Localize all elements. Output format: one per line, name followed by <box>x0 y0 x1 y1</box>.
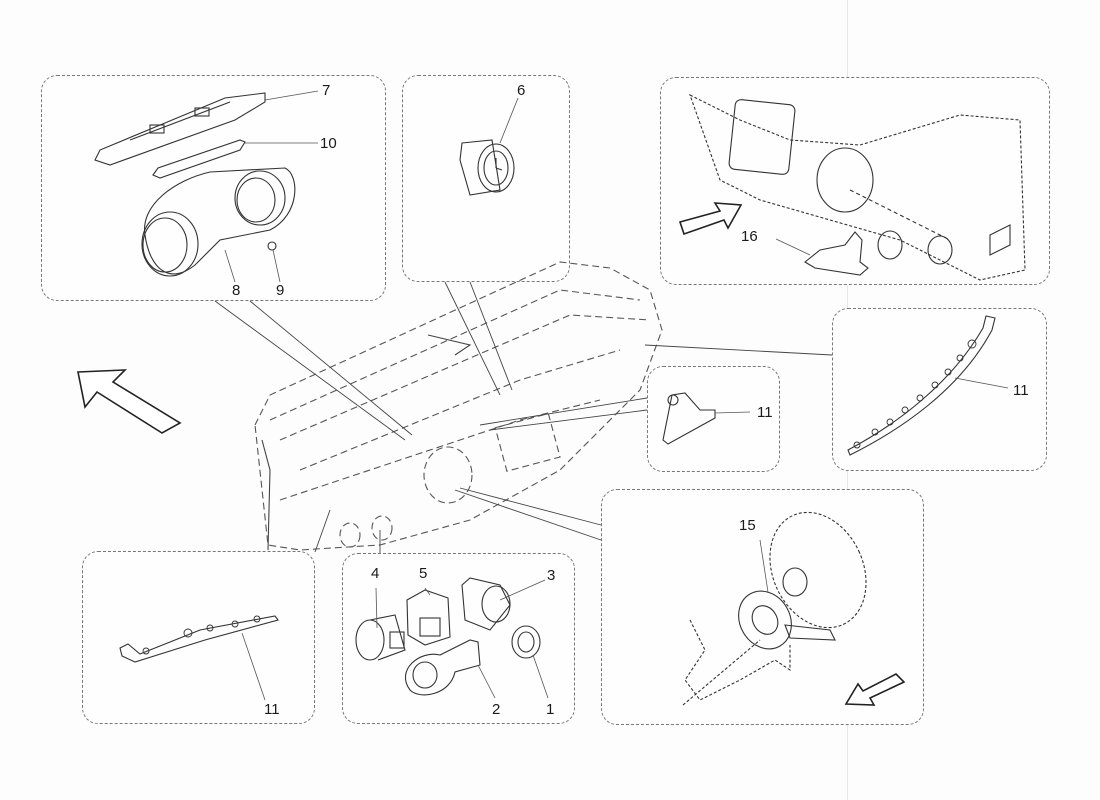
led-strip-11-left <box>119 615 279 701</box>
panel-instrument-cluster <box>41 75 386 301</box>
bracket-11-small <box>662 392 751 445</box>
column-switch-15 <box>738 539 836 650</box>
callout-3: 3 <box>547 567 556 584</box>
callout-11-right-strip: 11 <box>1013 382 1029 399</box>
leader-lines <box>214 281 833 553</box>
callout-5: 5 <box>419 565 428 582</box>
callout-6: 6 <box>517 82 526 99</box>
callout-16: 16 <box>741 228 758 245</box>
dashboard-overview-drawing <box>689 93 1026 281</box>
steering-wheel <box>769 511 867 629</box>
direction-arrow-up-left-icon <box>77 369 182 434</box>
panel-steering-column-switch <box>601 489 924 725</box>
callout-4: 4 <box>371 565 380 582</box>
trim-10 <box>152 139 246 179</box>
callout-11-bracket: 11 <box>757 404 773 421</box>
callout-10: 10 <box>320 135 337 152</box>
direction-arrow-down-left-icon <box>844 673 906 706</box>
screw-9 <box>267 241 277 251</box>
panel-led-strip-right <box>832 308 1047 471</box>
direction-arrow-up-right-icon <box>678 202 743 236</box>
cover-7 <box>94 92 266 166</box>
cluster-8 <box>141 167 296 277</box>
callout-9: 9 <box>276 282 285 299</box>
clock-6 <box>459 97 519 196</box>
callout-1: 1 <box>546 701 555 718</box>
bracket-16 <box>775 231 869 276</box>
panel-dashboard-overview <box>660 77 1050 285</box>
callout-2: 2 <box>492 701 501 718</box>
panel-led-strip-left <box>82 551 315 724</box>
led-strip-11-right <box>847 315 1009 456</box>
switch-4 <box>355 587 406 661</box>
panel-switches <box>342 553 575 724</box>
ring-1 <box>511 625 549 699</box>
callout-7: 7 <box>322 82 331 99</box>
callout-15: 15 <box>739 517 756 534</box>
steering-column-bracket <box>682 619 791 706</box>
bezel-2 <box>404 639 496 699</box>
callout-8: 8 <box>232 282 241 299</box>
switch-3 <box>461 577 546 631</box>
dashboard-body <box>254 261 663 551</box>
callout-11-left-strip: 11 <box>264 701 280 718</box>
switch-5 <box>406 587 451 646</box>
